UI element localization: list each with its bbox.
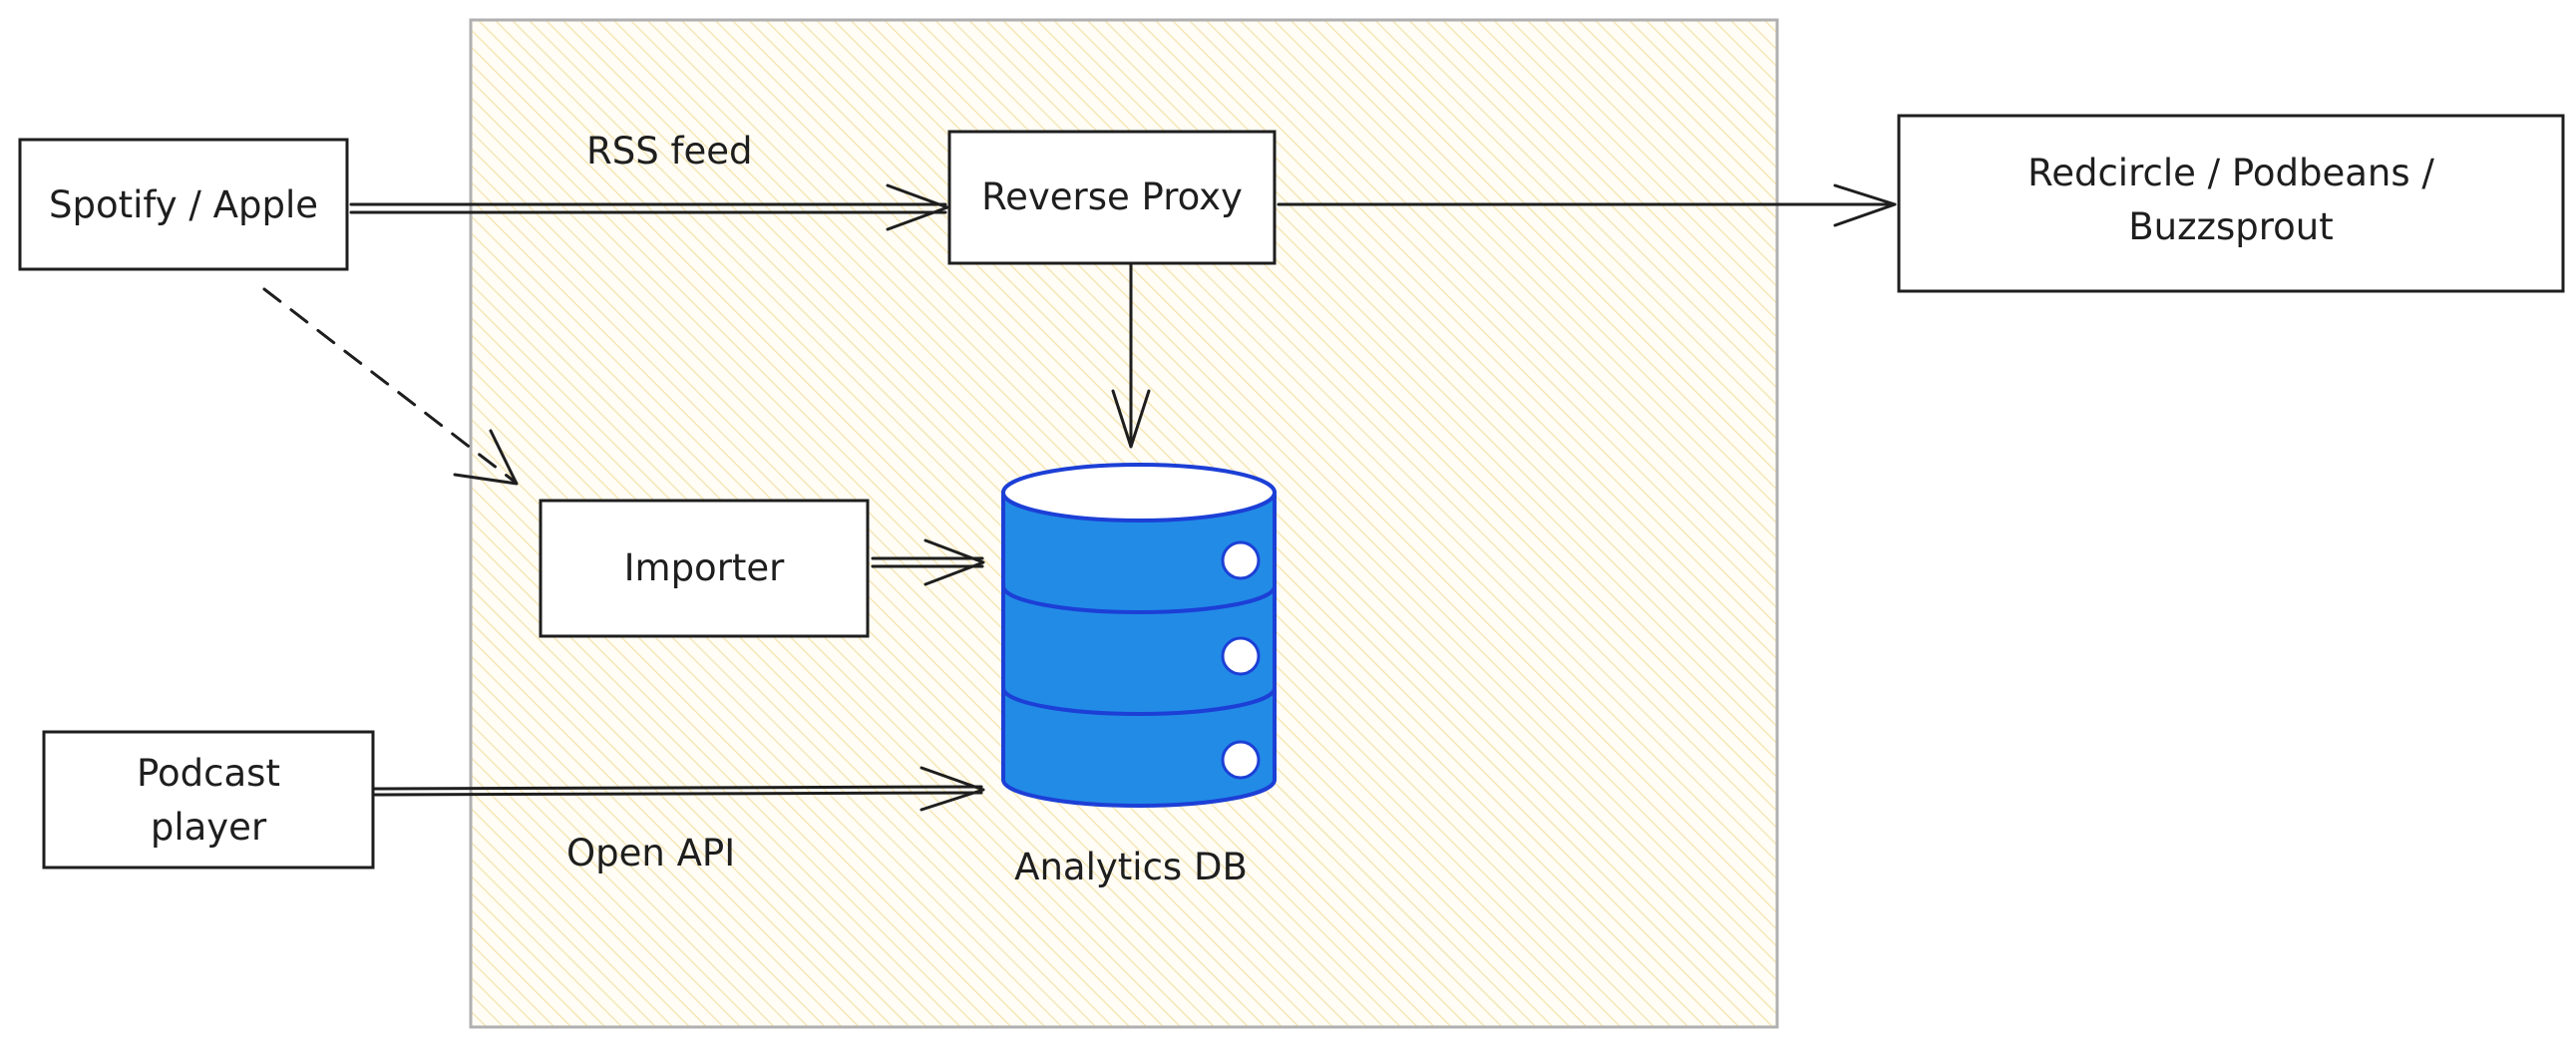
edge-spotify-to-importer	[262, 287, 519, 486]
edge-reverse-proxy-to-analytics-db	[1111, 263, 1151, 449]
edge-podcast-player-to-analytics-db	[369, 766, 985, 812]
node-hosting-providers-label-line2: Buzzsprout	[2128, 205, 2333, 248]
edge-reverse-proxy-to-hosting	[1277, 183, 1897, 227]
edge-spotify-to-reverse-proxy	[349, 183, 949, 231]
database-indicator-2	[1221, 636, 1261, 676]
node-spotify-apple-label: Spotify / Apple	[49, 183, 318, 226]
node-importer[interactable]: Importer	[539, 499, 870, 638]
database-indicator-1	[1221, 540, 1261, 580]
node-podcast-player[interactable]: Podcast player	[42, 730, 375, 870]
node-podcast-player-label-line2: player	[151, 806, 267, 849]
node-importer-label: Importer	[624, 546, 786, 589]
database-icon[interactable]	[1001, 463, 1277, 808]
analytics-db-label: Analytics DB	[1014, 846, 1248, 888]
node-podcast-player-label-line1: Podcast	[137, 752, 280, 795]
node-reverse-proxy[interactable]: Reverse Proxy	[947, 130, 1277, 265]
node-reverse-proxy-label: Reverse Proxy	[981, 175, 1243, 218]
node-spotify-apple[interactable]: Spotify / Apple	[18, 138, 349, 271]
edge-importer-to-analytics-db	[871, 538, 985, 586]
edge-label-open-api: Open API	[566, 832, 735, 874]
database-indicator-3	[1221, 740, 1261, 780]
node-hosting-providers-label-line1: Redcircle / Podbeans /	[2027, 152, 2434, 194]
edge-label-rss-feed: RSS feed	[586, 130, 752, 173]
node-hosting-providers[interactable]: Redcircle / Podbeans / Buzzsprout	[1897, 114, 2565, 293]
